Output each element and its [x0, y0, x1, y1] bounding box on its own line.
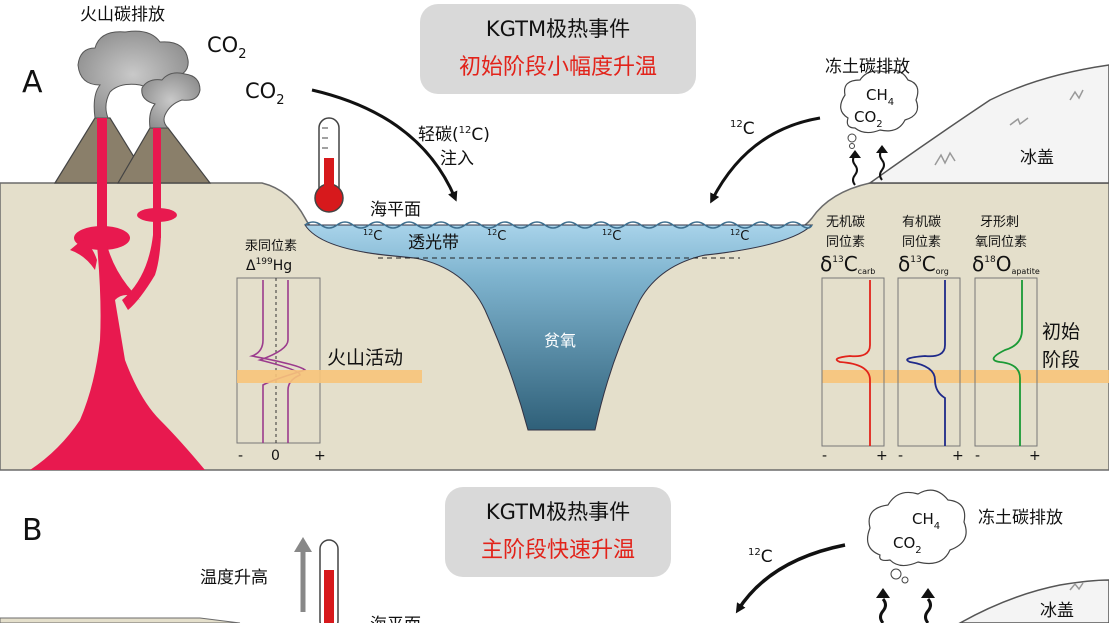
- volcanic-emission-label: 火山碳排放: [80, 5, 165, 25]
- permafrost-cloud-a: [840, 69, 919, 134]
- co2-label-a: CO2: [207, 33, 246, 62]
- carb-title-line2: 同位素: [826, 235, 865, 250]
- org-title-line2: 同位素: [902, 235, 941, 250]
- right-12c-label: 12C: [730, 119, 755, 139]
- cloud-bubble-b2: [901, 576, 909, 584]
- magma-conduits: [30, 118, 205, 470]
- sea-surface-waves: [304, 221, 813, 229]
- org-curve: [906, 280, 946, 446]
- right-12c-arrow: [710, 116, 821, 204]
- initial-stage-line1: 初始: [1042, 321, 1080, 343]
- ice-cap-label-b: 冰盖: [1040, 601, 1074, 621]
- thermometer-b: [319, 539, 339, 623]
- gas-arrowhead-a2: [876, 145, 888, 153]
- apatite-symbol: δ18Oapatite: [972, 252, 1040, 276]
- hg-proxy-box: [236, 277, 321, 444]
- carb-proxy-box: [821, 277, 885, 447]
- org-proxy-box: [897, 277, 961, 447]
- panel-b-letter: B: [22, 513, 43, 548]
- initial-stage-band: [822, 370, 1109, 383]
- photic-zone-label: 透光带: [408, 233, 459, 253]
- panel-a-letter: A: [22, 65, 43, 100]
- org-axis-plus: +: [952, 448, 964, 464]
- org-axis-minus: -: [898, 448, 903, 464]
- sea-level-label: 海平面: [370, 200, 421, 220]
- carb-symbol: δ13Ccarb: [820, 252, 875, 276]
- water-12c-4: 12C: [730, 228, 749, 244]
- permafrost-cloud-b: [867, 489, 967, 567]
- gas-arrowhead-b2: [921, 588, 935, 598]
- anoxic-label: 贫氧: [544, 331, 576, 350]
- injection-label: 注入: [440, 149, 474, 169]
- cloud-ch4-a: CH4: [866, 86, 894, 108]
- hg-axis-minus: -: [238, 448, 243, 464]
- apatite-axis-minus: -: [975, 448, 980, 464]
- light-carbon-arrow: [311, 88, 458, 202]
- left-12c-arrow: [735, 543, 846, 614]
- cloud-ch4-b: CH4: [912, 510, 940, 532]
- volcanic-band: [237, 370, 422, 383]
- cloud-co2-b: CO2: [893, 534, 922, 556]
- volcano-smoke: [77, 30, 201, 129]
- water-12c-3: 12C: [602, 228, 621, 244]
- apatite-curve: [992, 280, 1023, 446]
- gas-arrowhead-b1: [876, 588, 890, 598]
- hg-axis-plus: +: [314, 448, 326, 464]
- panel-a-title-line2: 初始阶段小幅度升温: [459, 55, 657, 80]
- sea-level-label-b: 海平面: [370, 615, 421, 623]
- permafrost-label-a: 冻土碳排放: [825, 57, 910, 77]
- cloud-bubble-b1: [890, 568, 902, 580]
- hg-title-line1: 汞同位素: [245, 239, 297, 254]
- panel-b-title-box: [445, 487, 671, 577]
- panel-b-title-line2: 主阶段快速升温: [481, 538, 635, 563]
- carb-curve: [835, 280, 871, 446]
- org-title-line1: 有机碳: [902, 215, 941, 230]
- ice-crack-2: [1009, 117, 1029, 126]
- gas-release-arrows-a: [852, 149, 885, 186]
- cloud-co2-a: CO2: [854, 108, 883, 130]
- apatite-title-line2: 氧同位素: [975, 235, 1027, 250]
- org-symbol: δ13Corg: [898, 252, 949, 276]
- ice-cap-hill-b: [958, 579, 1109, 623]
- ice-cap-label-a: 冰盖: [1020, 148, 1054, 168]
- panel-b-title-line1: KGTM极热事件: [486, 500, 630, 524]
- cloud-bubble-a2: [849, 143, 855, 149]
- gas-release-arrows-b: [879, 598, 932, 623]
- gas-arrowhead-a1: [849, 150, 861, 158]
- carb-title-line1: 无机碳: [826, 215, 865, 230]
- permafrost-label-b: 冻土碳排放: [978, 508, 1063, 528]
- thermometer-a: [314, 117, 344, 213]
- carb-axis-plus: +: [876, 448, 888, 464]
- apatite-proxy-box: [974, 277, 1038, 447]
- co2-label-b: CO2: [245, 79, 284, 108]
- light-carbon-label: 轻碳(12C): [418, 125, 490, 145]
- temp-rise-label: 温度升高: [200, 568, 268, 588]
- ice-crack-1: [1069, 89, 1084, 101]
- ice-crack-3: [934, 151, 956, 166]
- temp-rise-arrowhead: [294, 537, 312, 552]
- initial-stage-line2: 阶段: [1042, 349, 1080, 371]
- panel-a-title-line1: KGTM极热事件: [486, 17, 630, 41]
- cloud-bubble-a1: [847, 133, 857, 143]
- volcanic-activity-label: 火山活动: [327, 347, 403, 369]
- water-12c-2: 12C: [487, 228, 506, 244]
- carb-axis-minus: -: [822, 448, 827, 464]
- panel-a-title-box: [420, 4, 696, 94]
- land-b: [0, 617, 241, 623]
- ice-crack-b1: [1069, 582, 1084, 591]
- hg-title-line2: Δ199Hg: [246, 257, 292, 274]
- apatite-title-line1: 牙形刺: [980, 215, 1019, 230]
- hg-axis-zero: 0: [271, 448, 280, 464]
- apatite-axis-plus: +: [1029, 448, 1041, 464]
- ice-cap-hill: [867, 64, 1109, 184]
- left-12c-label: 12C: [748, 547, 773, 567]
- water-12c-1: 12C: [363, 228, 382, 244]
